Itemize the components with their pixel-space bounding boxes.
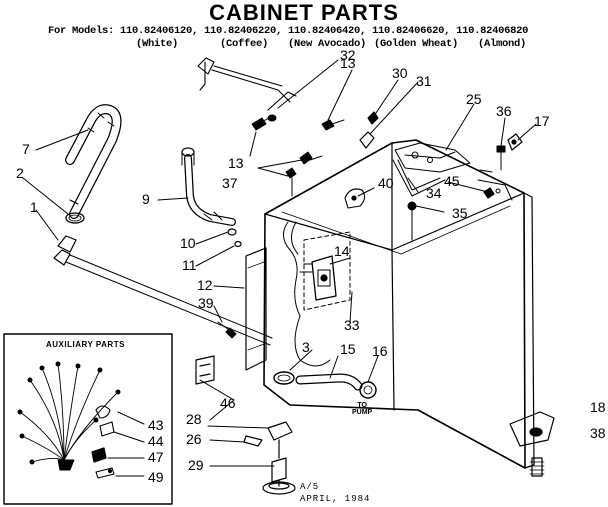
- hose-clamp-16: [359, 381, 377, 399]
- callout-16: 16: [372, 343, 388, 359]
- screw-36: [496, 145, 506, 171]
- callout-13-right: 13: [340, 55, 356, 71]
- callout-15: 15: [340, 341, 356, 357]
- color-new-avocado: (New Avocado): [288, 38, 367, 50]
- callout-12: 12: [197, 277, 213, 293]
- clip-17: [507, 133, 523, 151]
- footer-date: APRIL, 1984: [300, 494, 371, 504]
- bracket-46: [195, 355, 215, 385]
- auxiliary-parts-box: [3, 333, 173, 505]
- callout-38: 38: [590, 425, 606, 441]
- nozzle-ring: [227, 228, 237, 236]
- internal-wiring: [283, 221, 331, 367]
- callout-7: 7: [22, 141, 30, 157]
- fill-hose-elbow: [181, 147, 236, 226]
- screw-13-left: [251, 115, 273, 131]
- callout-11: 11: [182, 257, 197, 273]
- callout-25: 25: [466, 91, 482, 107]
- callout-18: 18: [590, 399, 606, 415]
- callout-39: 39: [198, 295, 214, 311]
- rear-foot: [509, 411, 555, 477]
- callout-36: 36: [496, 103, 512, 119]
- callout-9: 9: [142, 191, 150, 207]
- switch-assembly: [299, 231, 351, 311]
- callout-47: 47: [148, 449, 164, 465]
- leader-lines: [22, 59, 537, 477]
- drain-hose: [65, 104, 122, 219]
- callout-29: 29: [188, 457, 204, 473]
- hose-coupling: [53, 235, 273, 346]
- callout-28: 28: [186, 411, 202, 427]
- pump-label-line2: PUMP: [352, 409, 373, 417]
- cabinet-top-details: [394, 142, 513, 201]
- color-white: (White): [136, 38, 179, 50]
- callout-37: 37: [222, 175, 238, 191]
- cabinet-body: [263, 139, 535, 469]
- nozzle-washer: [234, 240, 242, 248]
- clip: [344, 188, 366, 209]
- callout-31: 31: [416, 73, 432, 89]
- rear-panel: [245, 247, 267, 371]
- callout-33: 33: [344, 317, 360, 333]
- leveling-leg: [243, 421, 296, 495]
- wire-clip: [367, 111, 379, 125]
- callout-34: 34: [426, 185, 442, 201]
- callout-14: 14: [334, 243, 350, 259]
- color-golden-wheat: (Golden Wheat): [374, 38, 459, 50]
- callout-17: 17: [534, 113, 550, 129]
- panel-screw: [217, 321, 237, 339]
- diagram-title: CABINET PARTS: [209, 0, 399, 25]
- callout-35: 35: [452, 205, 468, 221]
- hose-clamp: [65, 212, 85, 224]
- screw-37: [285, 151, 323, 197]
- callout-49: 49: [148, 469, 164, 485]
- callout-30: 30: [392, 65, 408, 81]
- callout-26: 26: [186, 431, 202, 447]
- pump-hose: [295, 373, 363, 391]
- callout-3: 3: [302, 339, 310, 355]
- callout-46: 46: [220, 395, 236, 411]
- screw-13-right: [321, 119, 345, 131]
- hose-clamp-3: [273, 371, 295, 385]
- callout-10: 10: [180, 235, 196, 251]
- pump-label: TO PUMP: [352, 402, 372, 417]
- models-line: For Models: 110.82406120, 110.82406220, …: [48, 25, 529, 37]
- callout-32: 32: [340, 47, 356, 63]
- color-coffee: (Coffee): [220, 38, 269, 50]
- wire-clip-bracket: [359, 131, 375, 149]
- callout-44: 44: [148, 433, 164, 449]
- callout-43: 43: [148, 417, 164, 433]
- auxiliary-parts-title: AUXILIARY PARTS: [46, 340, 125, 349]
- callout-45: 45: [444, 173, 460, 189]
- brace: [392, 159, 446, 241]
- pump-label-line1: TO: [357, 402, 367, 409]
- clip-45: [483, 187, 495, 199]
- wire-harness-top: [197, 57, 297, 122]
- callout-40: 40: [378, 175, 394, 191]
- callout-13-left: 13: [228, 155, 244, 171]
- footer-code: A/5: [300, 482, 320, 492]
- callout-1: 1: [30, 199, 38, 215]
- callout-2: 2: [16, 165, 24, 181]
- color-almond: (Almond): [478, 38, 527, 50]
